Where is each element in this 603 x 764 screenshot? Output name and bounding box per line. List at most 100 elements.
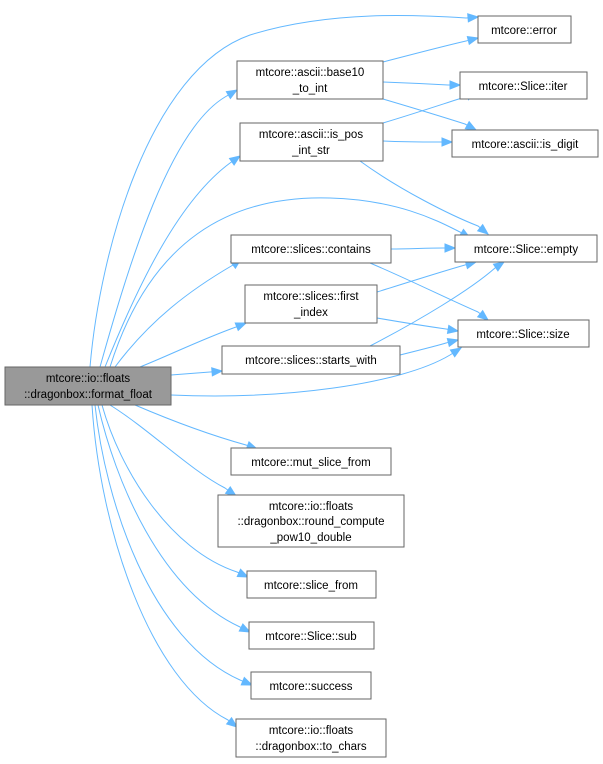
node-to-chars[interactable]: mtcore::io::floats ::dragonbox::to_chars (235, 718, 387, 758)
node-format-float[interactable]: mtcore::io::floats ::dragonbox::format_f… (4, 366, 172, 406)
edge-root-to-round-compute (109, 404, 238, 497)
arrowhead-icon (476, 223, 490, 235)
edge-base10-to-error (382, 35, 480, 63)
edge-first-index-to-empty (376, 260, 478, 293)
arrowhead-icon (476, 309, 490, 321)
node-label-line: ::dragonbox::format_float (24, 389, 153, 401)
arrowhead-icon (238, 623, 252, 633)
node-label-line: mtcore::slices::contains (251, 244, 371, 256)
edge-line (170, 352, 453, 397)
edge-line (170, 371, 213, 376)
edge-line (134, 404, 248, 447)
node-label-line: mtcore::slice_from (264, 580, 358, 592)
node-label-line: _int_str (291, 145, 330, 157)
arrowhead-icon (444, 243, 457, 253)
arrowhead-icon (240, 676, 254, 686)
edge-line (101, 404, 240, 574)
node-first-index[interactable]: mtcore::slices::first _index (244, 284, 378, 324)
node-label-line: mtcore::Slice::sub (265, 631, 356, 643)
arrowhead-icon (449, 347, 463, 358)
node-label-line: mtcore::Slice::iter (479, 81, 568, 93)
edge-root-to-is-pos (104, 155, 242, 368)
node-label-line: mtcore::ascii::is_digit (472, 139, 580, 151)
edge-root-to-mut-slice (134, 404, 259, 450)
edge-line (382, 140, 442, 143)
edge-root-to-first-index (139, 322, 248, 368)
edge-line (382, 39, 469, 63)
edge-line (382, 81, 450, 86)
arrowhead-icon (225, 89, 239, 100)
edge-root-to-empty (109, 197, 472, 368)
node-label-line: ::dragonbox::to_chars (255, 741, 366, 753)
edge-line (91, 404, 230, 722)
edge-root-to-error (89, 13, 480, 368)
edge-line (376, 264, 467, 293)
node-slice-from[interactable]: mtcore::slice_from (246, 570, 377, 599)
node-round-compute[interactable]: mtcore::io::floats ::dragonbox::round_co… (217, 494, 405, 548)
edge-root-to-base10 (99, 89, 239, 368)
edge-line (399, 341, 449, 356)
edge-root-to-slice-sub (97, 404, 252, 633)
node-label-line: mtcore::Slice::size (476, 329, 569, 341)
node-base10-to-int[interactable]: mtcore::ascii::base10 _to_int (236, 60, 384, 100)
edge-line (109, 197, 462, 368)
node-error[interactable]: mtcore::error (477, 15, 572, 44)
edge-is-pos-to-empty (359, 160, 490, 235)
node-is-pos-int-str[interactable]: mtcore::ascii::is_pos _int_str (239, 122, 384, 162)
edge-contains-to-size (369, 262, 490, 321)
edge-line (369, 267, 496, 347)
edge-line (369, 262, 481, 315)
node-label-line: _to_int (292, 83, 328, 95)
edge-line (390, 247, 445, 250)
arrowhead-icon (234, 322, 248, 332)
edge-root-to-starts-with (170, 367, 224, 377)
edge-line (109, 404, 229, 491)
edge-line (99, 94, 229, 368)
edge-line (382, 95, 468, 124)
edge-root-to-size (170, 347, 463, 397)
edges (89, 13, 506, 728)
edge-contains-to-empty (390, 243, 457, 253)
arrowhead-icon (441, 137, 454, 147)
node-slice-iter[interactable]: mtcore::Slice::iter (459, 71, 588, 100)
node-label-line: _pow10_double (269, 532, 351, 544)
node-label-line: ::dragonbox::round_compute (237, 516, 384, 528)
node-is-digit[interactable]: mtcore::ascii::is_digit (451, 129, 599, 158)
edge-starts-with-to-empty (369, 261, 506, 347)
node-label-line: mtcore::slices::first (263, 291, 359, 303)
node-label-line: mtcore::io::floats (46, 373, 131, 385)
node-slice-size[interactable]: mtcore::Slice::size (457, 319, 590, 348)
arrowhead-icon (236, 568, 250, 578)
node-contains[interactable]: mtcore::slices::contains (230, 234, 392, 264)
edge-line (89, 14, 469, 368)
arrowhead-icon (449, 80, 462, 90)
arrowhead-icon (446, 324, 460, 334)
node-success[interactable]: mtcore::success (250, 671, 372, 700)
node-slice-empty[interactable]: mtcore::Slice::empty (454, 234, 598, 263)
node-mut-slice-from[interactable]: mtcore::mut_slice_from (230, 447, 392, 476)
edge-is-pos-to-is-digit (382, 137, 454, 147)
arrowhead-icon (228, 155, 242, 166)
edge-line (139, 326, 237, 368)
arrowhead-icon (225, 716, 239, 728)
node-label-line: mtcore::ascii::is_pos (259, 129, 363, 141)
node-label-line: _index (293, 307, 328, 319)
edge-first-index-to-size (376, 317, 460, 334)
edge-base10-to-iter (382, 80, 462, 90)
edge-line (97, 404, 242, 628)
node-slice-sub[interactable]: mtcore::Slice::sub (248, 621, 375, 650)
node-label-line: mtcore::Slice::empty (474, 244, 578, 256)
arrowhead-icon (464, 120, 478, 131)
edge-line (376, 317, 449, 330)
node-label-line: mtcore::io::floats (269, 501, 354, 513)
edge-line (104, 161, 233, 368)
edge-line (114, 264, 234, 368)
node-starts-with[interactable]: mtcore::slices::starts_with (221, 345, 401, 375)
arrowhead-icon (492, 261, 506, 272)
edge-base10-to-is-digit (382, 98, 478, 131)
node-label-line: mtcore::slices::starts_with (245, 355, 377, 367)
edge-starts-with-to-size (399, 337, 460, 356)
arrowhead-icon (467, 13, 480, 23)
arrowhead-icon (446, 337, 460, 348)
